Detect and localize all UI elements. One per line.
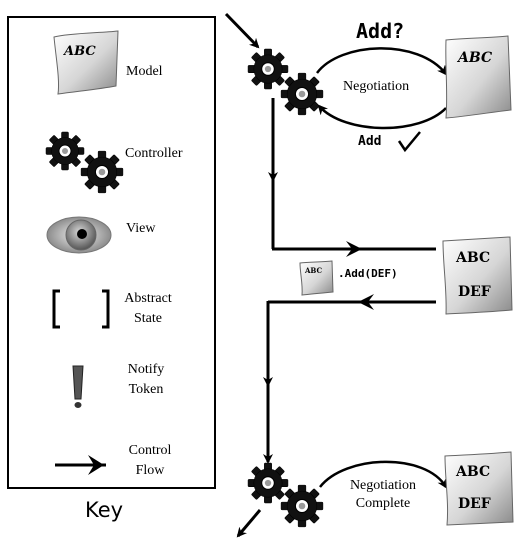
negotiation-complete-line1: Negotiation bbox=[349, 478, 417, 493]
doc1-text: ABC bbox=[458, 50, 493, 66]
doc3-text-line1: ABC bbox=[456, 464, 491, 480]
notify-token-label: Notify Token bbox=[116, 362, 176, 398]
flow-arrow-left bbox=[358, 294, 374, 310]
abstract-state-line2: State bbox=[134, 311, 162, 326]
abstract-state-bracket-icon bbox=[52, 289, 110, 329]
notify-token-icon bbox=[72, 365, 84, 408]
view-label: View bbox=[126, 221, 156, 236]
model-doc-text: ABC bbox=[64, 44, 96, 59]
entry-arrow bbox=[224, 12, 260, 49]
notify-token-line2: Token bbox=[128, 382, 164, 397]
flow-arrow-right bbox=[346, 241, 362, 257]
model-doc-icon bbox=[53, 30, 119, 95]
view-eye-icon bbox=[46, 216, 112, 254]
key-border bbox=[7, 16, 216, 489]
doc2-text-line1: ABC bbox=[456, 250, 491, 266]
add-question-label: Add? bbox=[356, 19, 405, 43]
control-flow-line1: Control bbox=[128, 443, 172, 458]
negotiation-complete-line2: Complete bbox=[355, 496, 411, 511]
control-flow-arrow-icon bbox=[55, 455, 106, 475]
negotiation-loop-top bbox=[315, 47, 448, 76]
doc2-text-line2: DEF bbox=[458, 284, 491, 300]
doc3-text-line2: DEF bbox=[458, 496, 491, 512]
controller-gear-icon-large bbox=[45, 131, 85, 171]
add-confirm-label: Add bbox=[358, 134, 382, 149]
abstract-state-label: Abstract State bbox=[116, 291, 180, 327]
check-icon bbox=[397, 131, 421, 153]
control-flow-line2: Flow bbox=[135, 463, 165, 478]
add-call-label: .Add(DEF) bbox=[338, 267, 398, 280]
controller-gear-icon-small bbox=[80, 150, 124, 194]
control-flow-label: Control Flow bbox=[118, 443, 182, 479]
top-gear-icon-large bbox=[247, 48, 289, 90]
doc2-icon bbox=[442, 236, 513, 315]
bottom-gear-icon-small bbox=[280, 484, 324, 528]
controller-label: Controller bbox=[125, 146, 183, 161]
negotiation-complete-label: Negotiation Complete bbox=[328, 478, 438, 512]
negotiation-loop-bottom bbox=[317, 104, 447, 130]
doc1-icon bbox=[445, 35, 512, 119]
model-label: Model bbox=[126, 64, 163, 79]
bottom-gear-icon-large bbox=[247, 462, 289, 504]
notify-token-line1: Notify bbox=[127, 362, 165, 377]
small-doc-icon bbox=[299, 260, 334, 296]
exit-arrow bbox=[236, 509, 262, 538]
abstract-state-line1: Abstract bbox=[124, 291, 172, 306]
top-gear-icon-small bbox=[280, 72, 324, 116]
negotiation-label: Negotiation bbox=[343, 79, 410, 94]
small-doc-text: ABC bbox=[305, 266, 323, 275]
doc3-icon bbox=[444, 451, 514, 526]
key-title: Key bbox=[85, 498, 124, 522]
negotiation-complete-arrow bbox=[319, 460, 448, 489]
